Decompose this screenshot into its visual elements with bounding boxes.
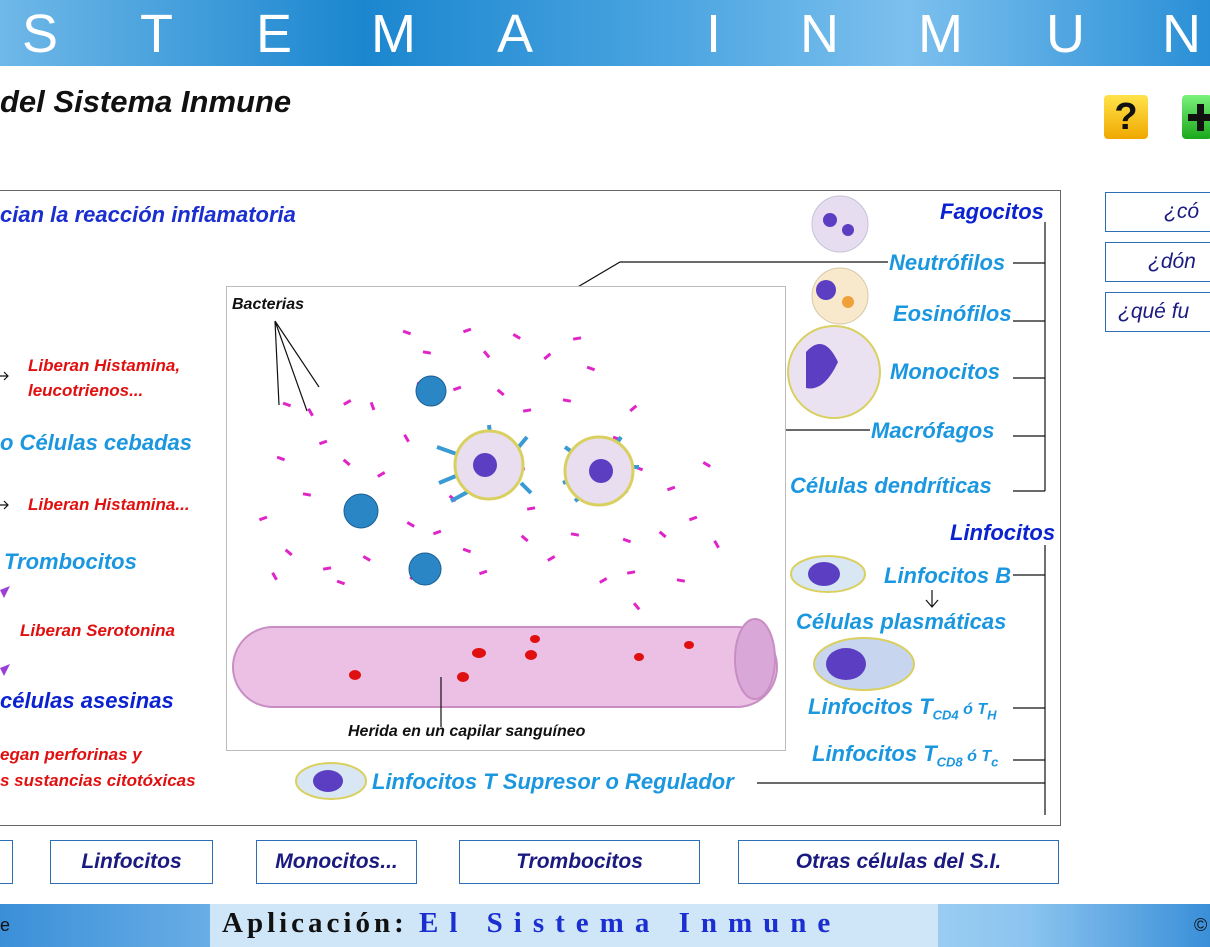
banner-letter: N: [800, 4, 839, 64]
t-regulator-image: [295, 762, 367, 800]
histamine-text: Liberan Histamina...: [28, 495, 190, 514]
copyright-text: ©: [1194, 915, 1208, 935]
footer-title-area: [210, 904, 938, 947]
monocyte-image: [787, 325, 881, 419]
killer-cells-label: células asesinas: [0, 688, 174, 713]
inflammatory-heading: cian la reacción inflamatoria: [0, 202, 296, 227]
phagocyte-cell-images: [787, 195, 881, 419]
nav-button-partial[interactable]: [0, 840, 13, 884]
banner-letter: I: [706, 4, 722, 64]
app-name: Aplicación: El Sistema Inmune: [222, 907, 842, 939]
t-cd4-label: Linfocitos TCD4 ó TH: [808, 694, 997, 723]
question-button-donde[interactable]: ¿dón: [1105, 242, 1210, 282]
plasma-cell-image: [813, 637, 915, 691]
wound-label: Herida en un capilar sanguíneo: [348, 723, 586, 740]
eosinophils-label: Eosinófilos: [893, 301, 1012, 326]
perforins-text: s sustancias citotóxicas: [0, 771, 196, 790]
lymphocytes-heading: Linfocitos: [950, 520, 1056, 545]
banner-letter: U: [1046, 4, 1085, 64]
banner-letter: N: [1162, 4, 1201, 64]
neutrophils-label: Neutrófilos: [889, 250, 1006, 275]
banner-letter: A: [497, 4, 534, 64]
eosinophil-image: [811, 267, 869, 325]
perforins-text: egan perforinas y: [0, 745, 142, 764]
nav-button-monocitos[interactable]: Monocitos...: [256, 840, 417, 884]
mast-cells-label: o Células cebadas: [0, 430, 192, 455]
bacteria-illustration: [232, 320, 778, 727]
t-regulator-label: Linfocitos T Supresor o Regulador: [372, 769, 734, 794]
title-banner: S T E M A I N M U N: [0, 0, 1210, 66]
capillary-vessel: [232, 618, 778, 708]
bacteria-pointer: [274, 320, 320, 412]
monocytes-label: Monocitos: [890, 359, 1000, 384]
b-lymphocytes-label: Linfocitos B: [884, 563, 1012, 588]
thrombocytes-label: Trombocitos: [4, 549, 137, 574]
banner-letter: E: [256, 4, 293, 64]
main-panel: [0, 190, 1061, 826]
banner-letter: M: [918, 4, 963, 64]
bacteria-clusters: [343, 375, 447, 586]
nav-button-trombocitos[interactable]: Trombocitos: [459, 840, 700, 884]
footer-left-text: e: [0, 915, 11, 935]
question-button-como[interactable]: ¿có: [1105, 192, 1210, 232]
wound-illustration: [226, 286, 786, 751]
bacteria-label: Bacterias: [232, 296, 305, 313]
t-cd8-label: Linfocitos TCD8 ó Tc: [812, 741, 999, 770]
phagocytes-heading: Fagocitos: [940, 199, 1044, 224]
histamine-leukotrienes-text: Liberan Histamina,: [28, 356, 181, 375]
neutrophil-image: [811, 195, 869, 253]
lymphocyte-cell-images: [790, 555, 915, 691]
help-button[interactable]: ?: [1104, 95, 1148, 139]
serotonin-text: Liberan Serotonina: [20, 621, 175, 640]
b-lymphocyte-image: [790, 555, 866, 593]
banner-letter: T: [140, 4, 173, 64]
banner-letter: S: [22, 4, 59, 64]
nav-button-linfocitos[interactable]: Linfocitos: [50, 840, 213, 884]
plus-icon[interactable]: [1182, 95, 1210, 139]
page-subtitle: del Sistema Inmune: [0, 84, 292, 119]
macrophages-label: Macrófagos: [871, 418, 995, 443]
dendritic-cells-label: Células dendríticas: [790, 473, 992, 498]
nav-button-otras-celulas[interactable]: Otras células del S.I.: [738, 840, 1059, 884]
macrophage-cells: [436, 424, 639, 507]
plasma-cells-label: Células plasmáticas: [796, 609, 1007, 634]
question-button-que-funcion[interactable]: ¿qué fu: [1105, 292, 1210, 332]
histamine-leukotrienes-text: leucotrienos...: [28, 381, 144, 400]
banner-letter: M: [371, 4, 416, 64]
